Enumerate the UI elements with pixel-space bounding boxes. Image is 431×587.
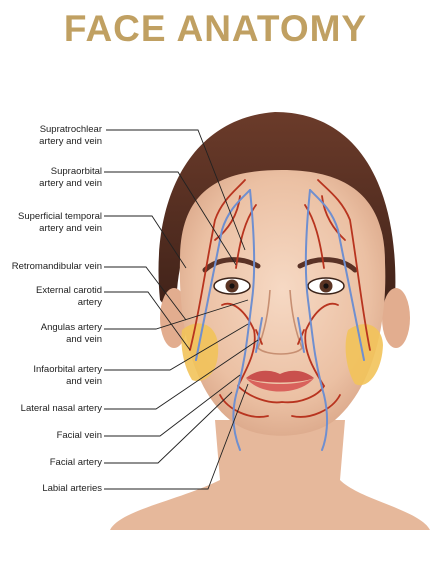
leader-infaorbital bbox=[104, 323, 249, 371]
label-lateral-nasal: Lateral nasal artery bbox=[20, 403, 102, 414]
arteries bbox=[189, 179, 371, 418]
leader-superficial-temporal bbox=[104, 215, 187, 269]
neck bbox=[110, 420, 430, 530]
right-fat-pad bbox=[345, 324, 383, 386]
leader-angulas bbox=[104, 299, 249, 330]
upper-lip bbox=[246, 370, 314, 383]
label-facial-artery: Facial artery bbox=[49, 457, 102, 468]
leader-lateral-nasal bbox=[104, 339, 259, 410]
label-retromandibular: Retromandibular vein bbox=[11, 261, 102, 272]
leader-lines bbox=[104, 129, 259, 490]
lower-lip bbox=[246, 378, 314, 392]
face bbox=[179, 170, 386, 436]
label-facial-vein: Facial vein bbox=[56, 430, 102, 441]
hair bbox=[158, 112, 396, 320]
veins bbox=[195, 189, 365, 451]
page-title: FACE ANATOMY bbox=[63, 8, 368, 49]
leader-labial bbox=[104, 383, 249, 490]
leader-facial-artery bbox=[104, 391, 233, 464]
label-labial-arteries: Labial arteries bbox=[42, 483, 102, 494]
nose bbox=[257, 289, 303, 355]
left-ear bbox=[160, 288, 188, 348]
leader-supratrochlear bbox=[106, 129, 246, 251]
leader-supraorbital bbox=[104, 171, 237, 266]
right-ear bbox=[382, 288, 410, 348]
leader-external-carotid bbox=[104, 291, 191, 351]
right-eyebrow bbox=[297, 257, 358, 273]
leader-facial-vein bbox=[104, 374, 241, 437]
leader-retromandibular bbox=[104, 266, 187, 321]
